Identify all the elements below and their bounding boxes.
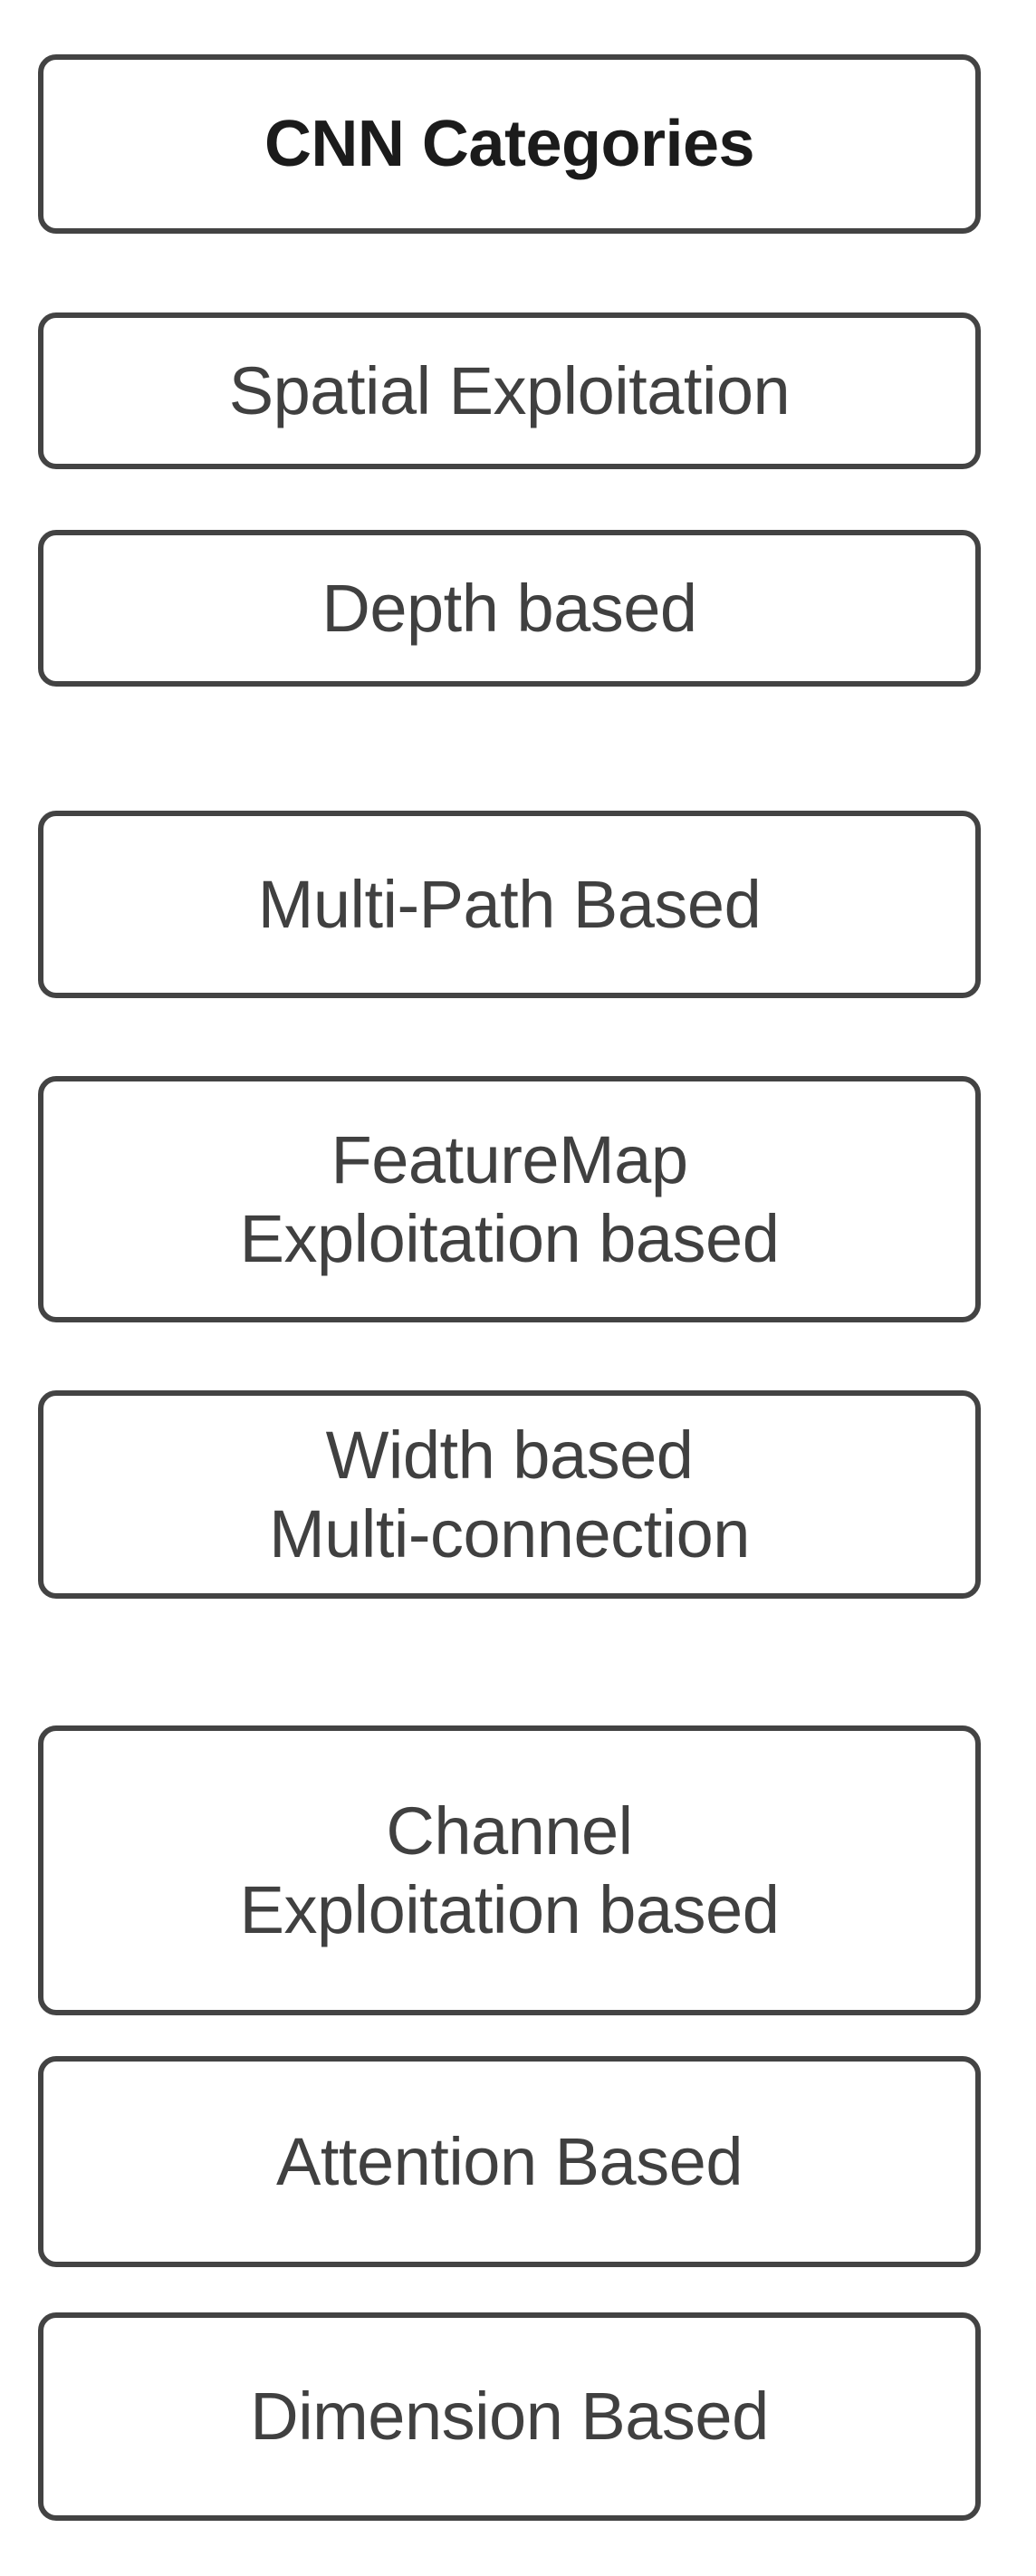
- node-spatial-exploitation[interactable]: Spatial Exploitation: [38, 312, 981, 469]
- node-label: Dimension Based: [250, 2379, 769, 2455]
- node-attention-based[interactable]: Attention Based: [38, 2056, 981, 2267]
- node-channel-exploitation-based[interactable]: Channel Exploitation based: [38, 1725, 981, 2015]
- node-label: Depth based: [321, 570, 697, 646]
- node-label: Channel Exploitation based: [239, 1793, 780, 1947]
- node-label: Attention Based: [276, 2123, 743, 2199]
- node-label: Width based Multi-connection: [269, 1417, 750, 1572]
- node-label: CNN Categories: [264, 107, 755, 180]
- node-label: Multi-Path Based: [257, 866, 762, 942]
- node-depth-based[interactable]: Depth based: [38, 530, 981, 687]
- node-dimension-based[interactable]: Dimension Based: [38, 2312, 981, 2521]
- node-cnn-categories[interactable]: CNN Categories: [38, 54, 981, 234]
- node-label: Spatial Exploitation: [228, 352, 791, 428]
- node-width-based-multi-connection[interactable]: Width based Multi-connection: [38, 1390, 981, 1599]
- node-featuremap-exploitation-based[interactable]: FeatureMap Exploitation based: [38, 1076, 981, 1322]
- node-multi-path-based[interactable]: Multi-Path Based: [38, 811, 981, 998]
- node-label: FeatureMap Exploitation based: [239, 1121, 780, 1276]
